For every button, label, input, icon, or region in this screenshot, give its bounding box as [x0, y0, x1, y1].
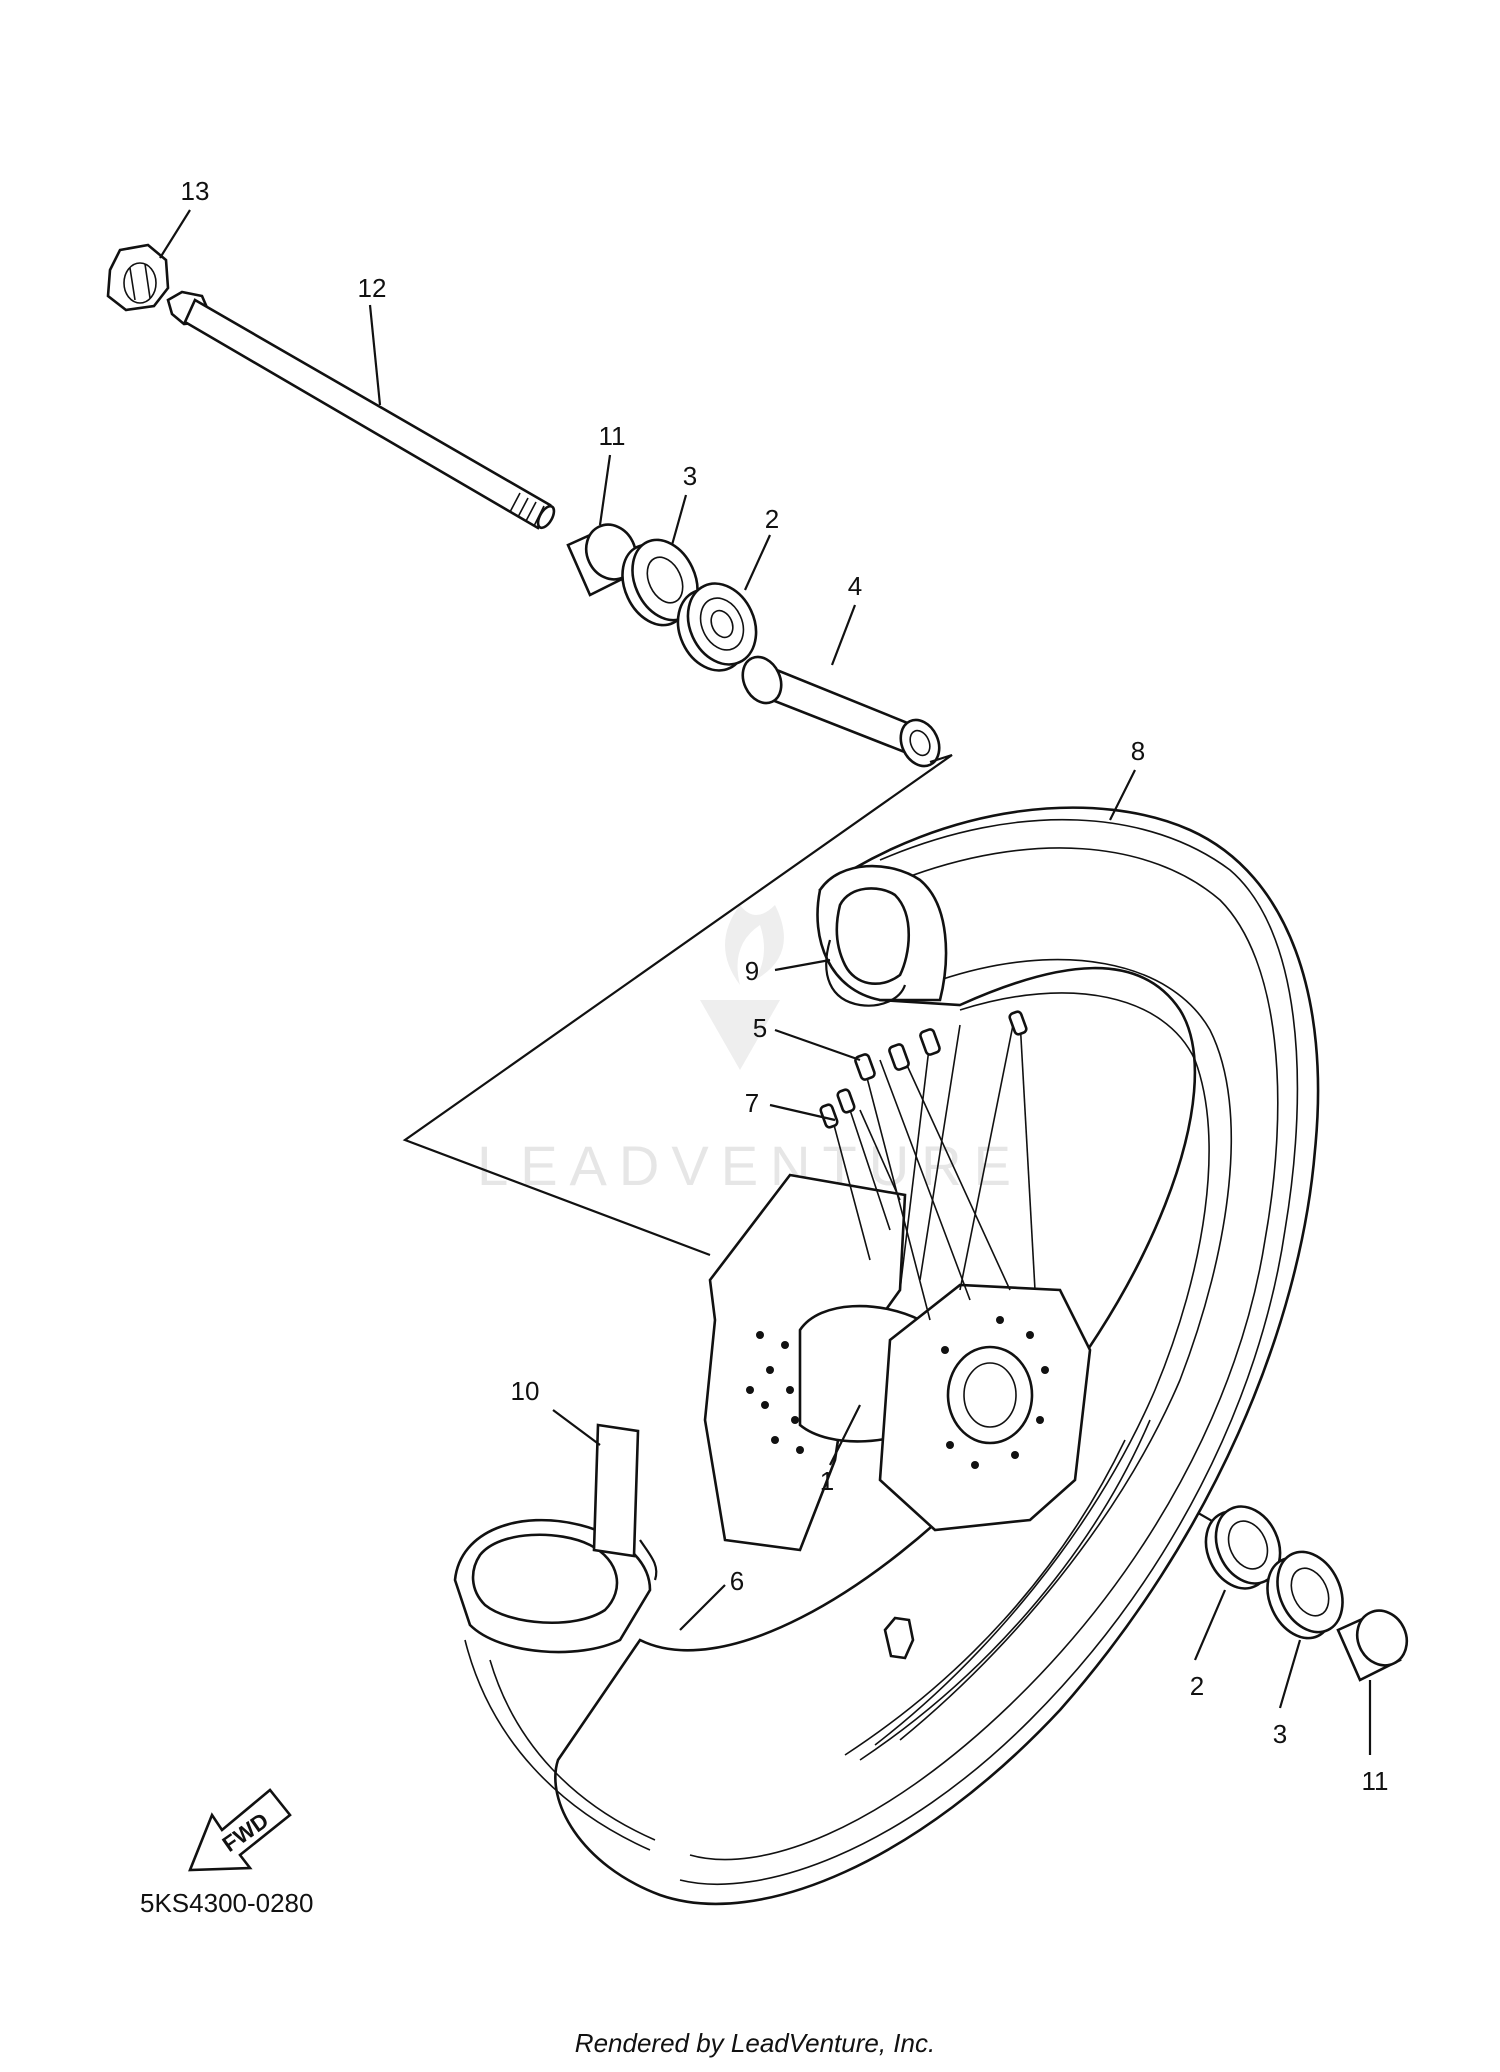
callout-1: 1 — [820, 1466, 834, 1496]
fwd-arrow-icon: FWD — [188, 1788, 292, 1872]
callout-11-top: 11 — [599, 421, 626, 451]
part-2-bearing-top — [676, 582, 758, 672]
watermark-text: LEADVENTURE — [477, 1134, 1023, 1197]
callout-5: 5 — [753, 1013, 767, 1043]
part-10-rim-tape — [592, 1423, 658, 1581]
callouts: 13 12 11 3 2 4 8 9 5 7 10 1 6 2 3 11 — [181, 176, 1389, 1796]
callout-3-top: 3 — [683, 461, 697, 491]
part-9-rim-band — [825, 939, 907, 1007]
callout-3-bottom: 3 — [1273, 1719, 1287, 1749]
part-7-spokes — [819, 1010, 1036, 1321]
part-3-oil-seal-top — [621, 538, 699, 627]
part-12-axle — [166, 290, 556, 530]
part-4-spacer — [741, 655, 941, 768]
part-3-oil-seal-bottom — [1266, 1550, 1344, 1640]
callout-4: 4 — [848, 571, 862, 601]
callout-10: 10 — [511, 1376, 540, 1406]
part-11-collar-bottom — [1336, 1609, 1409, 1682]
diagram-code: 5KS4300-0280 — [140, 1888, 313, 1918]
hub-holes — [746, 1316, 1049, 1469]
callout-9: 9 — [745, 956, 759, 986]
watermark-v-icon — [700, 1000, 780, 1070]
callout-13: 13 — [181, 176, 210, 206]
leader-lines — [159, 209, 1372, 1755]
watermark-flame-icon — [725, 905, 784, 985]
callout-7: 7 — [745, 1088, 759, 1118]
part-6-tube — [453, 1518, 915, 1851]
callout-12: 12 — [358, 273, 387, 303]
leadventure-watermark: LEADVENTURE — [477, 905, 1023, 1197]
part-2-bearing-bottom — [1204, 1505, 1282, 1590]
hub-disc-assembly — [703, 1173, 1092, 1552]
part-13-nut — [106, 243, 170, 312]
callout-2-bottom: 2 — [1190, 1671, 1204, 1701]
callout-6: 6 — [730, 1566, 744, 1596]
callout-2-top: 2 — [765, 504, 779, 534]
callout-11-bottom: 11 — [1362, 1766, 1389, 1796]
tire-cut-section-top — [816, 864, 948, 1002]
render-credit: Rendered by LeadVenture, Inc. — [575, 2028, 935, 2058]
part-8-tire — [554, 806, 1320, 1906]
callout-8: 8 — [1131, 736, 1145, 766]
